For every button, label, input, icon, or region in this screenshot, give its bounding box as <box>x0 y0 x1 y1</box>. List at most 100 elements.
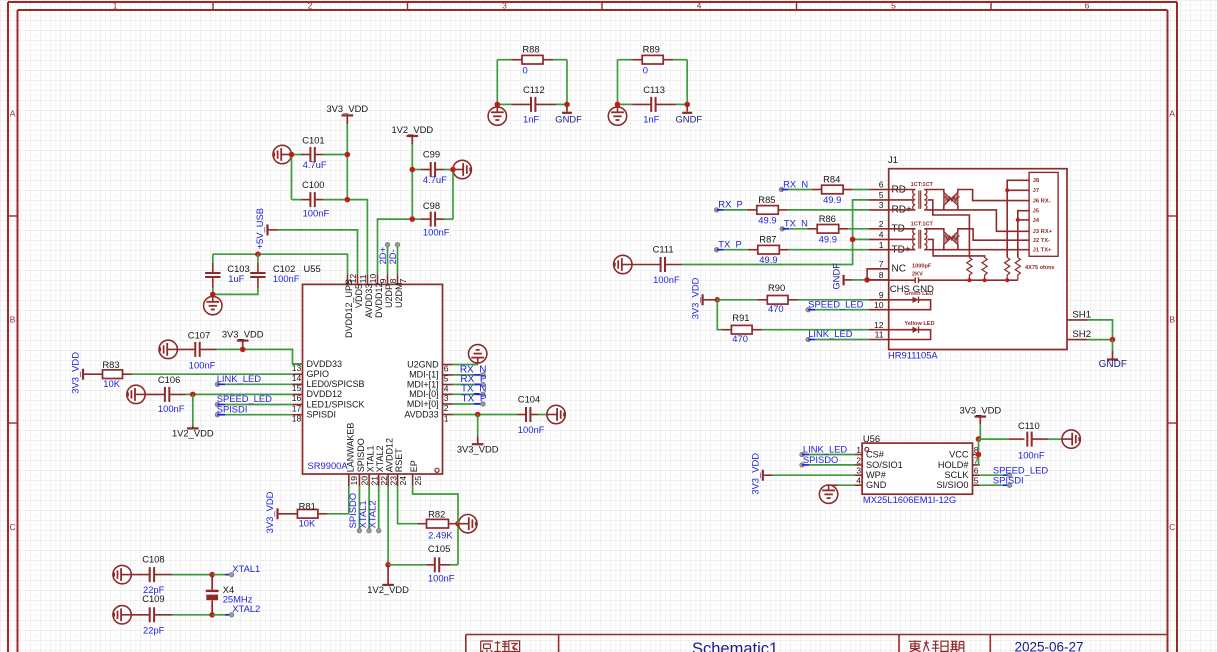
svg-text:8: 8 <box>388 278 398 283</box>
svg-text:VDD5: VDD5 <box>354 284 364 308</box>
svg-text:6: 6 <box>879 180 884 190</box>
svg-text:HR911105A: HR911105A <box>888 349 938 360</box>
svg-text:2025-06-27: 2025-06-27 <box>1015 640 1084 652</box>
svg-text:1: 1 <box>113 1 118 11</box>
svg-text:23: 23 <box>388 476 398 486</box>
svg-text:Schematic1: Schematic1 <box>692 640 778 652</box>
svg-text:GNDF: GNDF <box>676 113 703 124</box>
svg-text:4: 4 <box>697 1 702 11</box>
svg-text:24: 24 <box>398 476 408 486</box>
svg-text:SPISDO: SPISDO <box>347 493 358 528</box>
svg-text:49.9: 49.9 <box>819 233 837 244</box>
svg-text:470: 470 <box>768 303 784 314</box>
svg-text:9: 9 <box>378 278 388 283</box>
svg-text:VCC: VCC <box>949 450 969 460</box>
svg-text:CHS GND: CHS GND <box>890 284 934 295</box>
svg-text:C107: C107 <box>188 329 210 340</box>
svg-text:3V3_VDD: 3V3_VDD <box>326 103 368 114</box>
svg-text:GNDF: GNDF <box>1099 359 1127 370</box>
svg-text:6: 6 <box>444 363 449 373</box>
svg-text:R86: R86 <box>819 213 836 224</box>
svg-text:DVDD12: DVDD12 <box>374 282 384 318</box>
svg-text:R89: R89 <box>643 43 660 54</box>
svg-text:10: 10 <box>874 300 884 310</box>
svg-text:J2 TX-: J2 TX- <box>1033 238 1050 244</box>
svg-text:GNDF: GNDF <box>831 263 842 290</box>
svg-text:SPEED_LED: SPEED_LED <box>993 465 1048 476</box>
svg-text:C102: C102 <box>273 263 295 274</box>
svg-text:U2GND: U2GND <box>407 359 439 369</box>
svg-text:SH1: SH1 <box>1072 310 1091 321</box>
svg-text:4: 4 <box>856 476 861 486</box>
svg-text:1CT:1CT: 1CT:1CT <box>911 182 934 188</box>
svg-text:1: 1 <box>444 413 449 423</box>
svg-text:17: 17 <box>292 403 302 413</box>
svg-text:12: 12 <box>874 320 884 330</box>
svg-text:B: B <box>10 315 16 325</box>
svg-text:RX_N: RX_N <box>783 178 808 189</box>
svg-text:DVDD12_UPS: DVDD12_UPS <box>344 279 354 338</box>
svg-text:SPISDI: SPISDI <box>307 410 337 420</box>
svg-text:J6 RX-: J6 RX- <box>1033 198 1051 204</box>
svg-text:2: 2 <box>444 403 449 413</box>
svg-text:100nF: 100nF <box>189 359 216 370</box>
svg-text:R84: R84 <box>823 174 840 185</box>
svg-text:3V3_VDD: 3V3_VDD <box>70 352 81 394</box>
svg-text:2D+: 2D+ <box>377 246 388 264</box>
svg-text:R81: R81 <box>299 500 316 511</box>
svg-text:DVDD12: DVDD12 <box>307 389 343 399</box>
svg-text:100nF: 100nF <box>518 424 545 435</box>
svg-text:C108: C108 <box>142 554 164 565</box>
svg-text:R90: R90 <box>768 282 785 293</box>
svg-text:SPISDI: SPISDI <box>217 403 248 414</box>
svg-text:11: 11 <box>358 274 368 283</box>
svg-text:C111: C111 <box>653 244 674 255</box>
svg-text:C105: C105 <box>428 543 450 554</box>
svg-text:10K: 10K <box>103 378 120 389</box>
svg-text:25: 25 <box>413 476 423 486</box>
svg-text:100nF: 100nF <box>423 227 450 238</box>
svg-text:CS#: CS# <box>866 450 885 460</box>
svg-text:XTAL2: XTAL2 <box>367 500 378 528</box>
svg-text:TX_N: TX_N <box>784 218 808 229</box>
svg-text:18: 18 <box>292 414 302 424</box>
svg-text:SPEED_LED: SPEED_LED <box>808 298 863 309</box>
svg-text:1V2_VDD: 1V2_VDD <box>172 428 214 439</box>
svg-text:HOLD#: HOLD# <box>938 460 970 470</box>
svg-text:8: 8 <box>879 270 884 280</box>
svg-text:100nF: 100nF <box>303 207 330 218</box>
svg-text:+5V_USB: +5V_USB <box>254 208 265 249</box>
svg-text:J4: J4 <box>1033 218 1040 224</box>
svg-text:1uF: 1uF <box>228 273 244 284</box>
svg-text:J1: J1 <box>888 154 898 165</box>
svg-text:B: B <box>1169 315 1175 325</box>
svg-text:R87: R87 <box>759 234 776 245</box>
svg-text:DVDD33: DVDD33 <box>307 359 343 369</box>
svg-text:5: 5 <box>974 476 979 486</box>
svg-text:3: 3 <box>879 200 884 210</box>
svg-text:12: 12 <box>348 274 358 284</box>
svg-text:SPISDO: SPISDO <box>356 438 366 472</box>
svg-text:C99: C99 <box>423 149 440 160</box>
svg-text:U56: U56 <box>863 433 880 444</box>
svg-text:3: 3 <box>856 466 861 476</box>
svg-text:SPISDI: SPISDI <box>993 475 1024 486</box>
svg-text:X4: X4 <box>223 584 234 595</box>
svg-text:4.7uF: 4.7uF <box>303 159 327 170</box>
svg-text:3: 3 <box>502 1 507 11</box>
svg-text:A: A <box>10 109 16 119</box>
svg-text:LINK_LED: LINK_LED <box>803 444 848 455</box>
svg-text:6: 6 <box>974 466 979 476</box>
svg-text:J7: J7 <box>1033 188 1039 194</box>
svg-text:0: 0 <box>523 64 528 75</box>
svg-text:LANWAKEB: LANWAKEB <box>345 423 355 473</box>
svg-text:100nF: 100nF <box>158 403 185 414</box>
svg-text:100nF: 100nF <box>428 572 455 583</box>
svg-text:10K: 10K <box>299 518 316 529</box>
svg-text:C100: C100 <box>302 179 324 190</box>
svg-text:11: 11 <box>875 330 884 340</box>
svg-text:TX_N: TX_N <box>461 384 487 395</box>
svg-text:C: C <box>1169 522 1175 532</box>
svg-text:3V3_VDD: 3V3_VDD <box>222 328 264 339</box>
svg-text:XTAL2: XTAL2 <box>375 445 385 472</box>
